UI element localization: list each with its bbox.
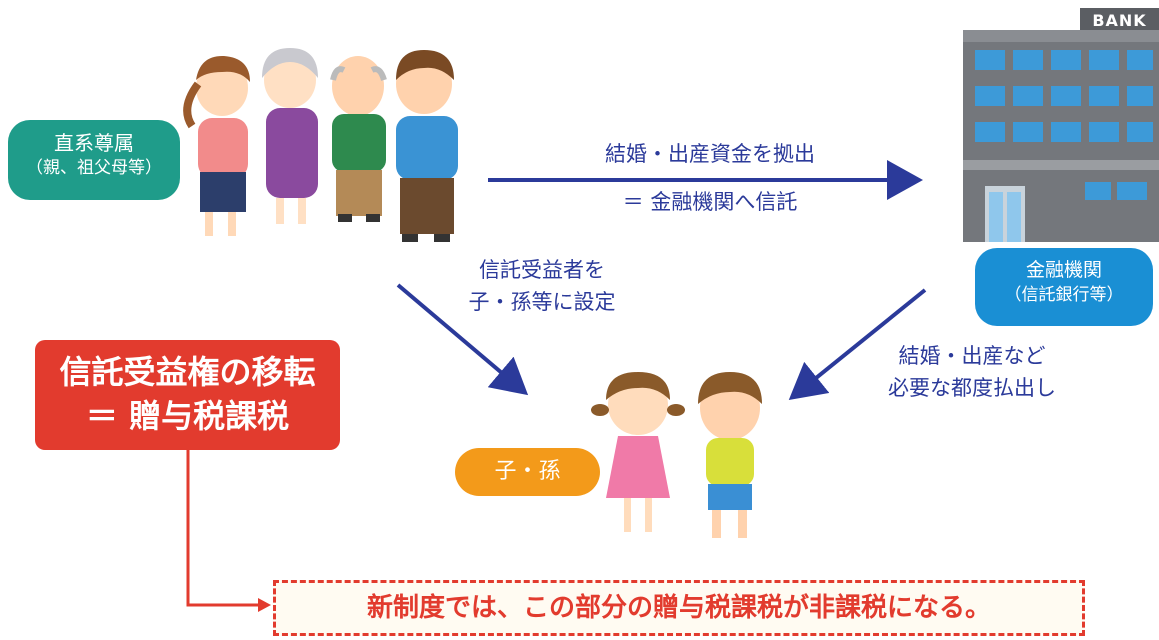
bank-building-icon (963, 8, 1159, 242)
child-label: 子・孫 (455, 448, 600, 496)
note-text: 新制度では、この部分の贈与税課税が非課税になる。 (366, 593, 991, 623)
bank-label: 金融機関 （信託銀行等） (975, 248, 1153, 326)
bank-label-title: 金融機関 (1025, 259, 1102, 281)
payout-text-line2: 必要な都度払出し (888, 376, 1056, 400)
tax-box-line2: ＝ 贈与税課税 (85, 397, 290, 435)
beneficiary-text: 信託受益者を 子・孫等に設定 (432, 254, 652, 318)
beneficiary-arrow (396, 283, 529, 396)
tax-box-line1: 信託受益権の移転 (59, 353, 316, 391)
family-adults-icon (183, 48, 458, 242)
children-icon (591, 372, 762, 538)
beneficiary-text-line1: 信託受益者を (479, 258, 605, 282)
payout-text-line1: 結婚・出産など (898, 344, 1046, 368)
deposit-text-line1: 結婚・出産資金を拠出 (605, 142, 815, 166)
bank-sign: BANK (1092, 11, 1147, 30)
tax-box: 信託受益権の移転 ＝ 贈与税課税 (35, 340, 340, 450)
payout-text: 結婚・出産など 必要な都度払出し (852, 340, 1092, 404)
bank-label-sub: （信託銀行等） (1004, 284, 1124, 305)
tax-connector-arrow (186, 450, 271, 612)
payout-arrow (788, 288, 927, 401)
parents-label: 直系尊属 （親、祖父母等） (8, 120, 180, 200)
parents-label-title: 直系尊属 (54, 131, 134, 155)
note-box: 新制度では、この部分の贈与税課税が非課税になる。 (273, 580, 1085, 636)
deposit-text-line2: ＝ 金融機関へ信託 (622, 190, 798, 214)
beneficiary-text-line2: 子・孫等に設定 (468, 290, 616, 314)
parents-label-sub: （親、祖父母等） (26, 158, 162, 178)
